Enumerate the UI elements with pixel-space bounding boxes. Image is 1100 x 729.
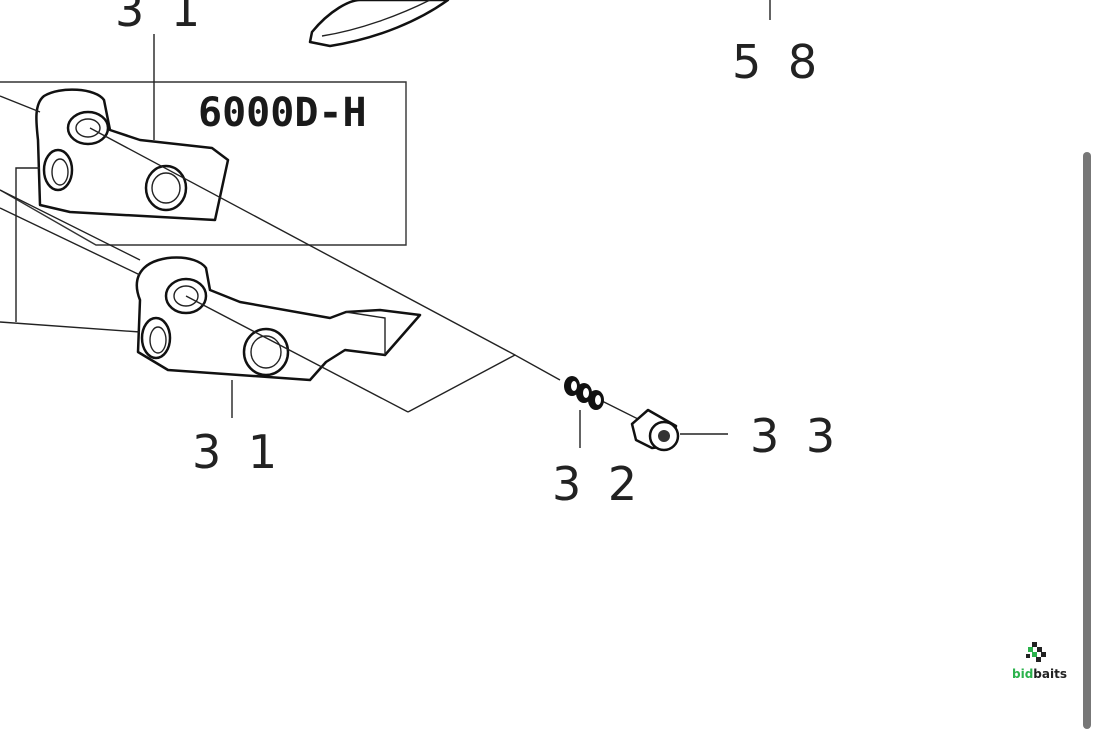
part-label-58: 5 8 [732,35,823,89]
bidbaits-watermark: bidbaits [1012,667,1067,681]
vertical-scrollbar[interactable] [1083,152,1091,729]
model-label: 6000D-H [198,90,367,136]
brand-part-baits: baits [1033,667,1067,681]
lower-arm-part [135,256,422,382]
part-label-31-top: 3 1 [115,0,206,37]
curved-part-fragment [308,0,450,48]
variant-box [0,81,407,246]
bushing-part [630,408,680,452]
brand-part-bid: bid [1012,667,1034,681]
part-label-31-bottom: 3 1 [192,425,283,479]
upper-arm-part [35,88,230,222]
part-label-32: 3 2 [552,457,643,511]
bidbaits-logo-icon [1026,642,1046,662]
part-label-33: 3 3 [750,409,841,463]
assembly-lines [0,95,641,421]
spring-part [564,376,604,410]
